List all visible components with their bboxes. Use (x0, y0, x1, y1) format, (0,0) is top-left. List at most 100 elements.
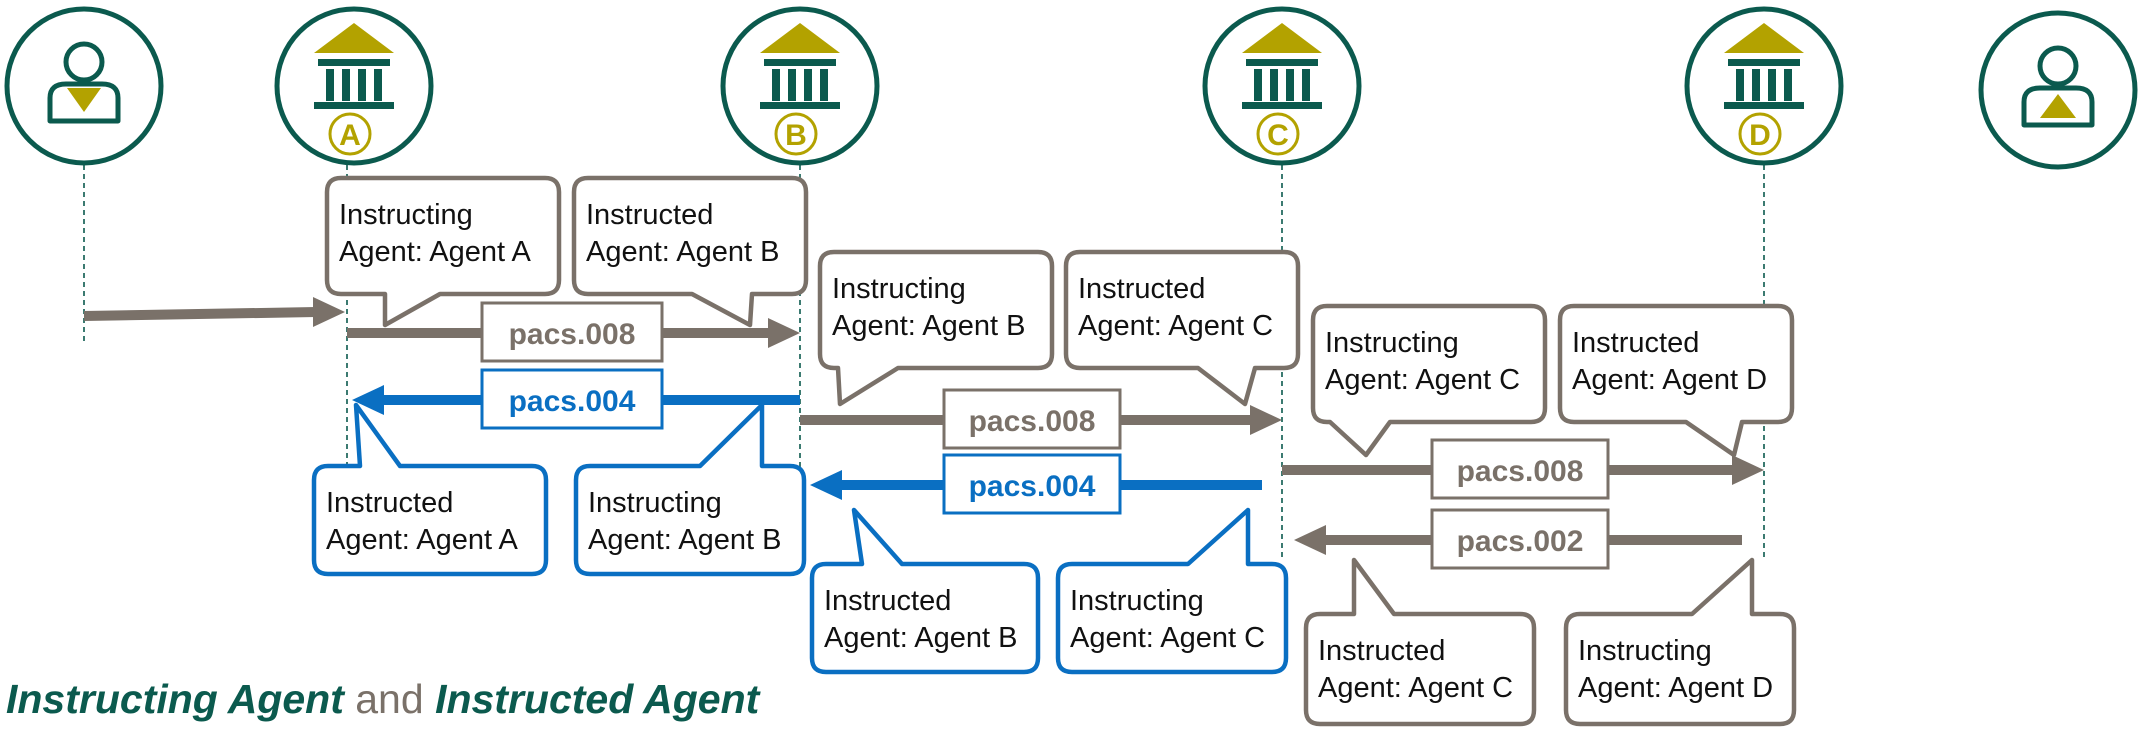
bank-base (760, 102, 840, 109)
callout-bubble (311, 402, 549, 577)
message-label-box-5 (1430, 508, 1610, 570)
initiation-arrow-head (313, 297, 345, 327)
callout-line-0: Instructing (588, 487, 722, 519)
message-label-box-2 (942, 388, 1122, 450)
bank-column (1784, 69, 1792, 101)
creditor-person-icon (2021, 45, 2095, 128)
bank-icon: B (760, 23, 840, 156)
bank-letter-badge (774, 112, 818, 156)
bank-icon: D (1724, 23, 1804, 156)
bank-roof (314, 23, 394, 53)
message-label-4: pacs.008 (1457, 455, 1584, 488)
callout-bubble (1563, 557, 1797, 727)
message-label-box-1 (480, 368, 664, 430)
message-arrow-2-head (1250, 405, 1282, 435)
callout-line-0: Instructed (586, 199, 713, 231)
callout-line-0: Instructing (832, 273, 966, 305)
actor-circle (720, 6, 880, 166)
callout-line-0: Instructing (339, 199, 473, 231)
callout-line-1: Agent: Agent C (1070, 622, 1265, 654)
bank-icon: C (1242, 23, 1322, 156)
bank-column (1768, 69, 1776, 101)
callout-line-1: Agent: Agent D (1578, 672, 1773, 704)
bank-beam (318, 59, 390, 66)
message-label-5: pacs.002 (1457, 525, 1584, 558)
bank-column (1254, 69, 1262, 101)
down-arrow-icon (67, 88, 101, 112)
bank-A: A (274, 6, 434, 166)
bank-column (326, 69, 334, 101)
message-arrow-5-head (1294, 525, 1326, 555)
callout-line-0: Instructing (1325, 327, 1459, 359)
bank-D: D (1684, 6, 1844, 166)
bank-column (1270, 69, 1278, 101)
callout-bubble (1063, 249, 1301, 407)
bank-beam (1246, 59, 1318, 66)
actor-circle (274, 6, 434, 166)
message-label-box-3 (942, 453, 1122, 515)
person-head (63, 41, 105, 83)
bank-column (804, 69, 812, 101)
bank-column (1302, 69, 1310, 101)
callout-line-1: Agent: Agent B (832, 310, 1025, 342)
caption-instructing-agent: Instructing Agent (6, 676, 344, 722)
bank-column (374, 69, 382, 101)
bank-letter-badge (1738, 112, 1782, 156)
callout-bubble (809, 507, 1041, 675)
person-5 (1978, 10, 2138, 170)
bank-letter-C: C (1267, 119, 1289, 152)
bank-base (1242, 102, 1322, 109)
message-arrow-3-head (810, 470, 842, 500)
message-label-0: pacs.008 (509, 318, 636, 351)
callout-line-1: Agent: Agent B (824, 622, 1017, 654)
bank-roof (760, 23, 840, 53)
bank-roof (1724, 23, 1804, 53)
callout-bubble (1055, 507, 1289, 675)
bank-column (342, 69, 350, 101)
up-arrow-icon (2040, 94, 2076, 118)
callout-line-0: Instructed (1572, 327, 1699, 359)
callout-line-0: Instructing (1070, 585, 1204, 617)
bank-letter-badge (328, 112, 372, 156)
bank-column (788, 69, 796, 101)
bank-letter-A: A (339, 119, 361, 152)
initiation-arrow (83, 307, 317, 321)
callout-bubble (1310, 303, 1548, 458)
person-0 (4, 6, 164, 166)
message-label-box-0 (480, 301, 664, 363)
bank-column (772, 69, 780, 101)
caption-and: and (343, 676, 436, 722)
callout-line-1: Agent: Agent A (326, 524, 519, 556)
message-label-1: pacs.004 (509, 385, 636, 418)
callout-line-0: Instructed (1318, 635, 1445, 667)
bank-base (314, 102, 394, 109)
callout-line-1: Agent: Agent D (1572, 364, 1767, 396)
callout-bubble (1557, 303, 1795, 458)
bank-B: B (720, 6, 880, 166)
bank-beam (764, 59, 836, 66)
callout-bubble (1303, 557, 1537, 727)
person-head (2037, 45, 2079, 87)
bank-column (1736, 69, 1744, 101)
callout-line-1: Agent: Agent B (588, 524, 781, 556)
message-arrow-0-head (768, 318, 800, 348)
message-arrow-4-head (1732, 455, 1764, 485)
caption-instructed-agent: Instructed Agent (435, 676, 760, 722)
callout-line-0: Instructing (1578, 635, 1712, 667)
debtor-person-icon (47, 41, 121, 124)
bank-column (820, 69, 828, 101)
callout-bubble (817, 249, 1055, 407)
callout-line-1: Agent: Agent C (1325, 364, 1520, 396)
callout-line-1: Agent: Agent A (339, 236, 532, 268)
